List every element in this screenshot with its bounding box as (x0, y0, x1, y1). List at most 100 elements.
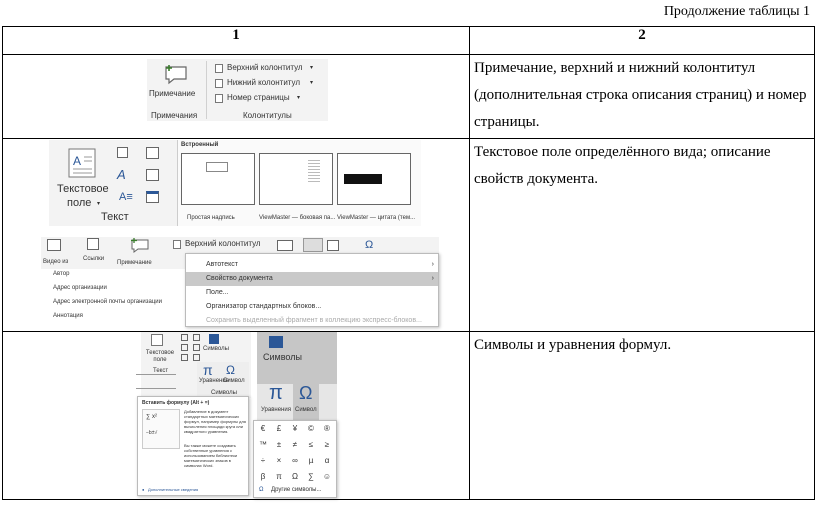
ribbon-textbox: A Текстовое поле ▾ A A≡ Текст Встроенный (3, 139, 469, 331)
text-box-label-1[interactable]: Текстовое (57, 183, 109, 195)
signature-line-icon[interactable] (146, 147, 159, 159)
symbol-cell[interactable]: ∑ (308, 472, 314, 481)
doc-prop-item[interactable]: Адрес электронной почты организации (53, 299, 162, 305)
symbols-big-button[interactable]: Символы (263, 352, 302, 362)
drop-cap-icon[interactable] (181, 354, 188, 361)
signature-line-icon[interactable] (193, 334, 200, 341)
comment-button[interactable]: Примечание (149, 89, 196, 98)
chevron-down-icon[interactable]: ▾ (297, 95, 301, 101)
equation-tooltip: Вставить формулу (Alt + =) ∑ x² −b±√ Доб… (137, 396, 249, 496)
doc-prop-item[interactable]: Адрес организации (53, 285, 107, 291)
symbol-cell[interactable]: ® (324, 424, 330, 433)
omega-icon[interactable]: Ω (365, 239, 374, 251)
main-table: 1 2 Примечание Примечания Верхний колонт… (2, 26, 815, 500)
symbol-cell[interactable]: µ (308, 456, 314, 465)
symbol-cell[interactable]: × (276, 456, 282, 465)
header-button[interactable]: Верхний колонтитул (227, 63, 303, 72)
symbol-cell[interactable]: ∞ (292, 456, 298, 465)
page-number-button[interactable]: Номер страницы (227, 93, 290, 102)
more-symbols-button[interactable]: Другие символы... (271, 487, 322, 493)
menu-item-doc-property[interactable]: Свойство документа› (186, 272, 438, 286)
menu-item-field[interactable]: Поле... (206, 289, 229, 296)
header-col-1: 1 (2, 26, 470, 55)
equation-big-button[interactable]: Уравнения (261, 407, 291, 413)
ribbon-header-footer: Примечание Примечания Верхний колонтитул… (3, 55, 469, 138)
doc-prop-item[interactable]: Аннотация (53, 313, 83, 319)
chevron-down-icon[interactable]: ▾ (310, 80, 314, 86)
pi-icon[interactable]: π (203, 362, 213, 378)
header-row: 1 2 (2, 26, 815, 55)
text-box-label[interactable]: Текстовое поле (145, 350, 175, 363)
omega-big-icon[interactable]: Ω (299, 383, 313, 403)
menu-item-autotext[interactable]: Автотекст› (186, 258, 438, 272)
text-box-icon[interactable] (277, 240, 293, 251)
row3-description: Символы и уравнения формул. (469, 331, 815, 500)
object-icon[interactable] (193, 354, 200, 361)
chevron-down-icon[interactable]: ▾ (97, 201, 101, 207)
comment-icon[interactable] (129, 237, 151, 253)
symbol-cell[interactable]: α (324, 456, 330, 465)
symbol-cell[interactable]: © (308, 424, 314, 433)
symbols-icon[interactable] (209, 334, 219, 344)
quick-parts-menu: Автотекст› Свойство документа› Поле... О… (185, 253, 439, 327)
comment-icon[interactable] (163, 63, 189, 85)
row1-image-cell: Примечание Примечания Верхний колонтитул… (2, 54, 470, 139)
link-icon[interactable] (87, 238, 99, 250)
tooltip-text: Добавление в документ стандартных матема… (184, 409, 246, 434)
symbol-small-button[interactable]: Символ (223, 378, 245, 384)
symbols-icon[interactable] (269, 336, 283, 348)
drop-cap-icon[interactable]: A≡ (119, 191, 133, 203)
doc-prop-item[interactable]: Автор (53, 271, 70, 277)
symbol-cell[interactable]: ☺ (322, 472, 332, 481)
thumb-simple[interactable] (181, 153, 255, 205)
text-box-label-2[interactable]: поле (67, 197, 92, 209)
gallery-header: Встроенный (181, 142, 219, 148)
symbol-big-button[interactable]: Символ (295, 407, 317, 413)
symbol-cell[interactable]: ≤ (308, 440, 314, 449)
quick-parts-icon[interactable] (303, 238, 323, 252)
symbol-cell[interactable]: Ω (292, 472, 298, 481)
thumb-quote[interactable] (337, 153, 411, 205)
symbol-cell[interactable]: ™ (259, 440, 267, 449)
menu-item-organizer[interactable]: Организатор стандартных блоков... (206, 303, 322, 310)
thumb-sidebar[interactable] (259, 153, 333, 205)
menu-item-save-selection: Сохранить выделенный фрагмент в коллекци… (206, 317, 422, 324)
row2-description: Текстовое поле определённого вида; описа… (469, 138, 815, 332)
quick-parts-icon[interactable] (181, 334, 188, 341)
symbol-cell[interactable]: π (276, 472, 282, 481)
comment-button[interactable]: Примечание (117, 260, 152, 266)
header-button[interactable]: Верхний колонтитул (185, 239, 261, 248)
row1-description: Примечание, верхний и нижний колонтитул … (469, 54, 815, 139)
symbol-cell[interactable]: € (260, 424, 266, 433)
links-button[interactable]: Ссылки (83, 256, 105, 262)
symbol-cell[interactable]: ≥ (324, 440, 330, 449)
symbol-cell[interactable]: ¥ (292, 424, 298, 433)
text-box-icon[interactable] (151, 334, 163, 346)
wordart-icon[interactable]: A (117, 167, 126, 182)
pi-big-icon[interactable]: π (269, 382, 283, 404)
chevron-down-icon[interactable]: ▾ (310, 65, 314, 71)
signature-line-icon[interactable] (327, 240, 339, 251)
text-box-icon[interactable]: A (67, 147, 97, 179)
symbols-small-button[interactable]: Символы (203, 346, 229, 352)
object-icon[interactable] (146, 191, 159, 203)
text-group-label: Текст (153, 368, 169, 374)
equation-small-button[interactable]: Уравнение (199, 378, 230, 384)
footer-button[interactable]: Нижний колонтитул (227, 78, 301, 87)
quick-parts-icon[interactable] (117, 147, 128, 158)
video-icon[interactable] (47, 239, 61, 251)
row3-image-cell: Текстовое поле Текст Символы π Ω Уравнен… (2, 331, 470, 500)
omega-icon[interactable]: Ω (226, 363, 235, 377)
date-time-icon[interactable] (146, 169, 159, 181)
wordart-icon[interactable] (181, 344, 188, 351)
symbol-cell[interactable]: ÷ (260, 456, 266, 465)
symbol-cell[interactable]: ± (276, 440, 282, 449)
symbol-cell[interactable]: £ (276, 424, 282, 433)
date-time-icon[interactable] (193, 344, 200, 351)
symbol-cell[interactable]: ≠ (292, 440, 298, 449)
video-button[interactable]: Видео из (43, 259, 69, 265)
symbol-cell[interactable]: β (260, 472, 266, 481)
thumb-label: ViewMaster — боковая па... (259, 215, 336, 221)
tooltip-link[interactable]: Дополнительные сведения (148, 487, 199, 492)
header-col-2: 2 (469, 26, 815, 55)
